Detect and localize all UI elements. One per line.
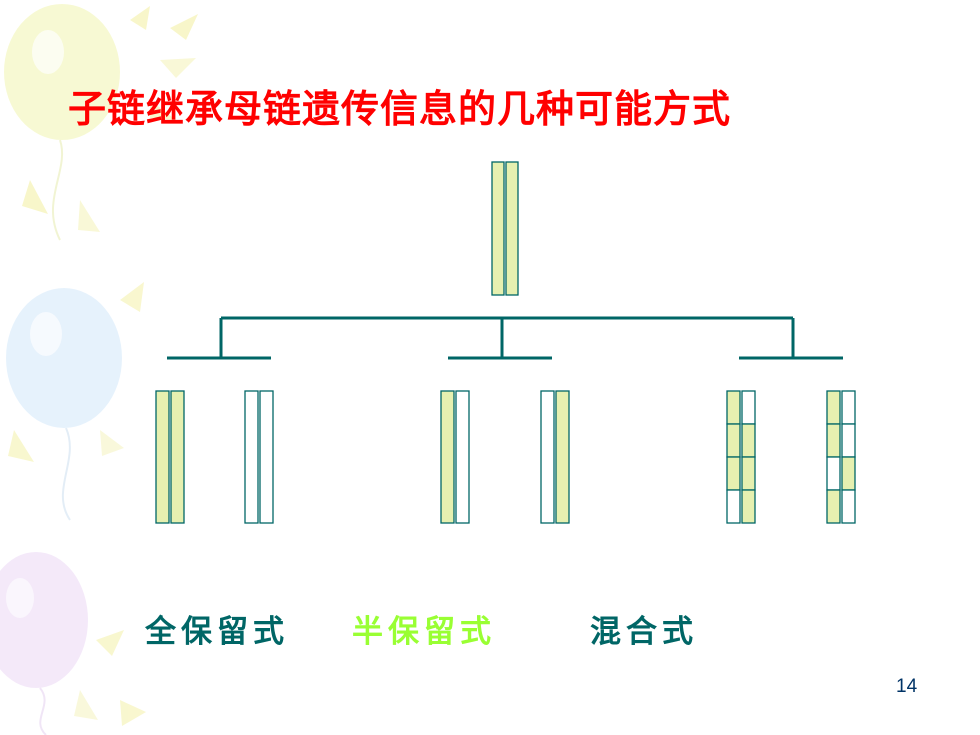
slide-title: 子链继承母链遗传信息的几种可能方式 bbox=[68, 87, 732, 131]
daughter-dna bbox=[540, 390, 570, 524]
daughter-strand bbox=[155, 390, 170, 524]
parent-dna bbox=[491, 161, 519, 296]
daughter-strand bbox=[555, 390, 570, 524]
strand-segment-old bbox=[155, 390, 170, 524]
strand-segment-old bbox=[726, 390, 741, 425]
mode-label-dispersive: 混合式 bbox=[590, 614, 698, 650]
strand-segment-old bbox=[555, 390, 570, 524]
parent-strand bbox=[505, 161, 519, 296]
daughter-strand bbox=[259, 390, 274, 524]
strand-segment-new bbox=[540, 390, 555, 524]
daughter-strand bbox=[826, 390, 841, 524]
strand-segment-old bbox=[170, 390, 185, 524]
strand-segment-old bbox=[826, 390, 841, 425]
strand-segment-new bbox=[259, 390, 274, 524]
strand-segment-new bbox=[826, 456, 841, 491]
strand-segment-new bbox=[244, 390, 259, 524]
strand-segment-old bbox=[726, 456, 741, 491]
branching-lines bbox=[167, 316, 843, 360]
page-number: 14 bbox=[896, 676, 918, 697]
daughter-strand bbox=[741, 390, 756, 524]
strand-segment-old bbox=[505, 161, 519, 296]
daughter-strand bbox=[540, 390, 555, 524]
yellow-balloon-decoration bbox=[4, 4, 198, 241]
strand-segment-old bbox=[826, 423, 841, 458]
daughter-strand bbox=[841, 390, 856, 524]
strand-segment-new bbox=[841, 390, 856, 425]
strand-segment-old bbox=[826, 489, 841, 524]
purple-balloon-decoration bbox=[0, 552, 146, 735]
mode-label-conservative: 全保留式 bbox=[145, 614, 289, 650]
strand-segment-new bbox=[741, 390, 756, 425]
strand-segment-new bbox=[726, 489, 741, 524]
mode-label-semiconservative: 半保留式 bbox=[352, 614, 496, 650]
strand-segment-old bbox=[841, 456, 856, 491]
daughter-dna bbox=[155, 390, 185, 524]
daughter-dna-group bbox=[155, 390, 856, 524]
strand-segment-old bbox=[726, 423, 741, 458]
blue-balloon-decoration bbox=[6, 282, 144, 521]
strand-segment-old bbox=[440, 390, 455, 524]
strand-segment-old bbox=[741, 423, 756, 458]
daughter-dna bbox=[440, 390, 470, 524]
strand-segment-new bbox=[455, 390, 470, 524]
strand-segment-old bbox=[741, 489, 756, 524]
daughter-strand bbox=[170, 390, 185, 524]
strand-segment-old bbox=[491, 161, 505, 296]
daughter-strand bbox=[244, 390, 259, 524]
daughter-strand bbox=[726, 390, 741, 524]
daughter-dna bbox=[826, 390, 856, 524]
daughter-strand bbox=[440, 390, 455, 524]
daughter-dna bbox=[726, 390, 756, 524]
strand-segment-new bbox=[841, 423, 856, 458]
strand-segment-old bbox=[741, 456, 756, 491]
strand-segment-new bbox=[841, 489, 856, 524]
daughter-dna bbox=[244, 390, 274, 524]
parent-strand bbox=[491, 161, 505, 296]
daughter-strand bbox=[455, 390, 470, 524]
